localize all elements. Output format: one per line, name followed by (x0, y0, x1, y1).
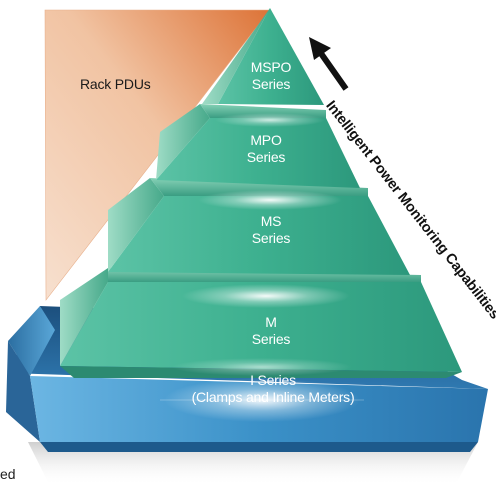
pyramid-reflection (28, 442, 478, 486)
tier-mpo-line1: MPO (250, 132, 282, 148)
tier-i-series-line2: (Clamps and Inline Meters) (191, 389, 355, 405)
tier-mspo-series-block (202, 8, 324, 105)
tier-mspo-label: MSPO Series (236, 59, 306, 93)
tier-m-label: M Series (236, 314, 306, 348)
tier-mspo-line2: Series (251, 76, 291, 92)
tier-m-series-block (60, 268, 462, 378)
tier-i-series-line1: I Series (250, 372, 296, 388)
tier-mpo-series-block (156, 104, 360, 188)
tier-m-line1: M (265, 314, 277, 330)
tier-ms-line1: MS (260, 213, 282, 229)
tier-mpo-line2: Series (246, 149, 286, 165)
capability-arrow (309, 37, 349, 91)
tier-i-series-label: I Series (Clamps and Inline Meters) (158, 372, 388, 406)
tier-ms-line2: Series (251, 230, 291, 246)
rack-pdus-label: Rack PDUs (80, 76, 151, 92)
tier-mspo-line1: MSPO (250, 59, 292, 75)
tier-mpo-label: MPO Series (231, 132, 301, 166)
corner-text-fragment: ed (0, 466, 16, 482)
tier-ms-series-block (108, 178, 410, 275)
tier-m-line2: Series (251, 331, 291, 347)
tier-ms-label: MS Series (236, 213, 306, 247)
